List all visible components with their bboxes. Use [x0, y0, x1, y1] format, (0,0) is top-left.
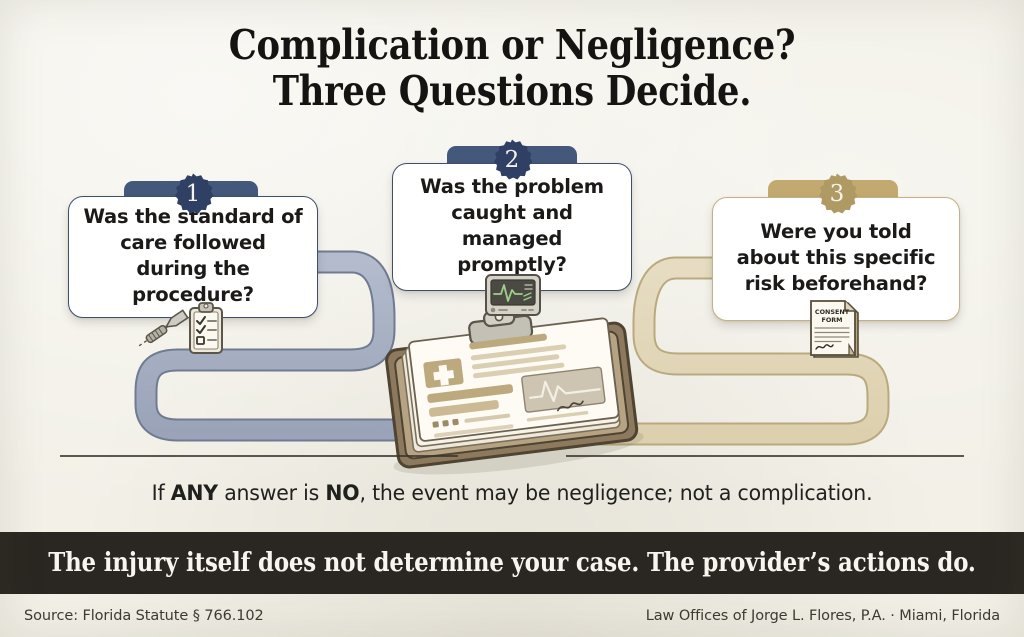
summary-statement: If ANY answer is NO, the event may be ne…: [26, 481, 999, 506]
step-badge-3-number: 3: [829, 181, 845, 207]
divider-rule-left: [60, 455, 458, 457]
step-badge-1: 1: [170, 172, 216, 218]
question-card-1[interactable]: Was the standard of care followed during…: [68, 196, 318, 318]
key-takeaway-banner: The injury itself does not determine you…: [0, 532, 1024, 594]
summary-prefix: If: [151, 481, 171, 506]
question-card-2-text: Was the problem caught and managed promp…: [420, 175, 604, 276]
footer: Source: Florida Statute § 766.102 Law Of…: [0, 594, 1024, 637]
scalpel-icon: [138, 309, 189, 347]
divider-rule-right: [566, 455, 964, 457]
step-badge-2-number: 2: [504, 147, 520, 173]
badge-scallop-shape-2: [493, 139, 533, 180]
footer-source: Source: Florida Statute § 766.102: [24, 607, 264, 624]
page-title: Complication or Negligence? Three Questi…: [0, 22, 1024, 114]
title-line-1: Complication or Negligence?: [228, 21, 796, 69]
summary-suffix: , the event may be negligence; not a com…: [359, 481, 873, 506]
vital-signs-monitor-icon: [485, 274, 541, 316]
connector-path-card1: [134, 250, 432, 442]
summary-middle: answer is: [217, 481, 326, 506]
step-badge-1-number: 1: [185, 181, 201, 207]
question-card-2[interactable]: Was the problem caught and managed promp…: [392, 163, 632, 291]
summary-emphasis-any: ANY: [170, 481, 218, 506]
badge-scallop-shape-1: [174, 173, 214, 214]
footer-firm: Law Offices of Jorge L. Flores, P.A. · M…: [645, 607, 1000, 624]
consent-form-line-2: FORM: [821, 316, 842, 324]
step-badge-3: 3: [814, 172, 860, 218]
step-badge-2: 2: [489, 138, 535, 184]
connector-path-card3: [588, 256, 890, 446]
title-line-2: Three Questions Decide.: [272, 67, 752, 115]
question-card-1-text: Was the standard of care followed during…: [83, 205, 303, 306]
question-card-3-text: Were you told about this specific risk b…: [736, 220, 936, 295]
badge-scallop-shape-3: [818, 173, 858, 214]
key-takeaway-text: The injury itself does not determine you…: [48, 548, 976, 578]
consent-form-line-1: CONSENT: [815, 308, 850, 316]
checklist-clipboard-icon: [189, 302, 223, 354]
consent-form-icon: CONSENT FORM: [805, 297, 861, 359]
summary-emphasis-no: NO: [325, 481, 360, 506]
